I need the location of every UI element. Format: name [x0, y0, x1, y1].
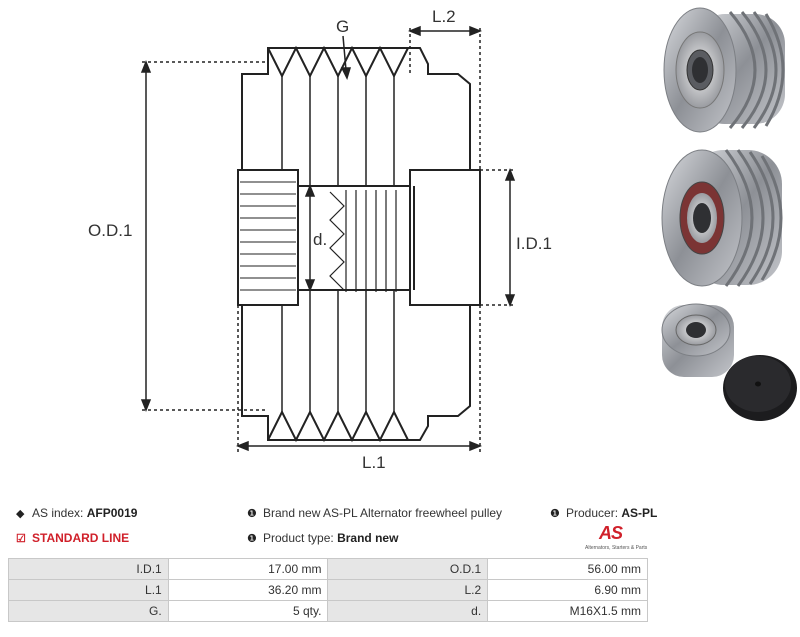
producer-value: AS-PL [621, 506, 658, 520]
standard-line-badge: ☑ STANDARD LINE [16, 531, 129, 545]
spec-value: 56.00 mm [487, 558, 648, 580]
product-type: ❶ Product type: Brand new [247, 531, 398, 545]
spec-label: L.1 [8, 579, 169, 601]
as-index-value: AFP0019 [86, 506, 138, 520]
label-id1: I.D.1 [516, 234, 552, 253]
as-index-label: AS index: [32, 506, 84, 520]
pulley-front-photo [661, 149, 783, 287]
table-row: L.1 36.20 mm L.2 6.90 mm [8, 579, 648, 601]
table-row: I.D.1 17.00 mm O.D.1 56.00 mm [8, 558, 648, 580]
info-icon: ❶ [247, 508, 257, 520]
as-index: ◆ AS index: AFP0019 [16, 506, 137, 520]
spec-label: d. [327, 600, 489, 622]
info-icon: ❶ [247, 533, 257, 545]
producer: ❶ Producer: AS-PL [550, 506, 657, 520]
spec-label: I.D.1 [8, 558, 169, 580]
spec-value: 5 qty. [167, 600, 329, 622]
producer-label: Producer: [566, 506, 619, 520]
tag-icon: ◆ [16, 508, 25, 520]
description: ❶ Brand new AS-PL Alternator freewheel pu… [247, 506, 502, 520]
as-pl-logo: AS Alternators, Starters & Parts [585, 523, 649, 553]
spec-value: 6.90 mm [487, 579, 648, 601]
specs-table: I.D.1 17.00 mm O.D.1 56.00 mm L.1 36.20 … [8, 558, 648, 622]
info-icon: ❶ [550, 508, 560, 520]
pulley-technical-drawing: G L.2 O.D.1 d. I.D.1 L.1 [88, 7, 552, 472]
pulley-with-cap-photo [661, 303, 797, 421]
product-type-label: Product type: [263, 531, 334, 545]
spec-value: 17.00 mm [167, 558, 329, 580]
standard-line-text: STANDARD LINE [32, 531, 130, 545]
label-d: d. [313, 230, 327, 249]
checkbox-icon: ☑ [16, 533, 26, 545]
spec-value: 36.20 mm [167, 579, 329, 601]
label-l1: L.1 [362, 453, 386, 472]
spec-label: O.D.1 [327, 558, 489, 580]
spec-label: L.2 [327, 579, 489, 601]
logo-mark: AS [599, 523, 623, 543]
description-text: Brand new AS-PL Alternator freewheel pul… [263, 506, 503, 520]
pulley-angled-photo [663, 7, 785, 133]
table-row: G. 5 qty. d. M16X1.5 mm [8, 600, 648, 622]
label-l2: L.2 [432, 7, 456, 26]
label-g: G [336, 17, 349, 36]
spec-value: M16X1.5 mm [487, 600, 648, 622]
label-od1: O.D.1 [88, 221, 132, 240]
spec-label: G. [8, 600, 169, 622]
product-type-value: Brand new [337, 531, 399, 545]
logo-tagline: Alternators, Starters & Parts [585, 545, 648, 551]
